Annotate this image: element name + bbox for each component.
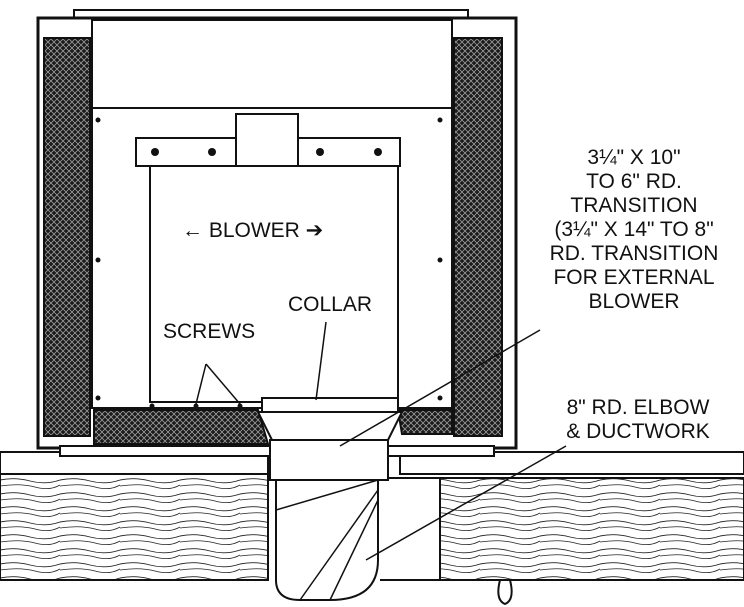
transition-line: FOR EXTERNAL (553, 266, 715, 289)
transition-line: TO 6" RD. (586, 170, 682, 193)
floor (0, 451, 744, 606)
insulation (43, 37, 503, 445)
transition-line: RD. TRANSITION (549, 242, 719, 265)
leader-lines (195, 321, 567, 561)
elbow-label: 8" RD. ELBOW & DUCTWORK (548, 396, 728, 444)
transition-line: BLOWER (588, 290, 680, 313)
elbow (275, 479, 379, 601)
screws-label: SCREWS (163, 320, 256, 343)
elbow-line: & DUCTWORK (566, 420, 710, 443)
elbow-line: 8" RD. ELBOW (566, 396, 710, 419)
collar-label: COLLAR (288, 293, 373, 316)
blower-housing (135, 113, 401, 403)
transition-label: 3¼" X 10" TO 6" RD. TRANSITION (3¼" X 14… (527, 146, 741, 314)
panel-screws (95, 117, 443, 409)
transition-line: TRANSITION (570, 194, 698, 217)
blower-label: ← BLOWER ➔ (182, 219, 324, 242)
mounting-bolts (151, 148, 382, 156)
collar-transition (256, 397, 404, 481)
transition-line: (3¼" X 14" TO 8" (554, 218, 714, 241)
transition-line: 3¼" X 10" (587, 146, 681, 169)
